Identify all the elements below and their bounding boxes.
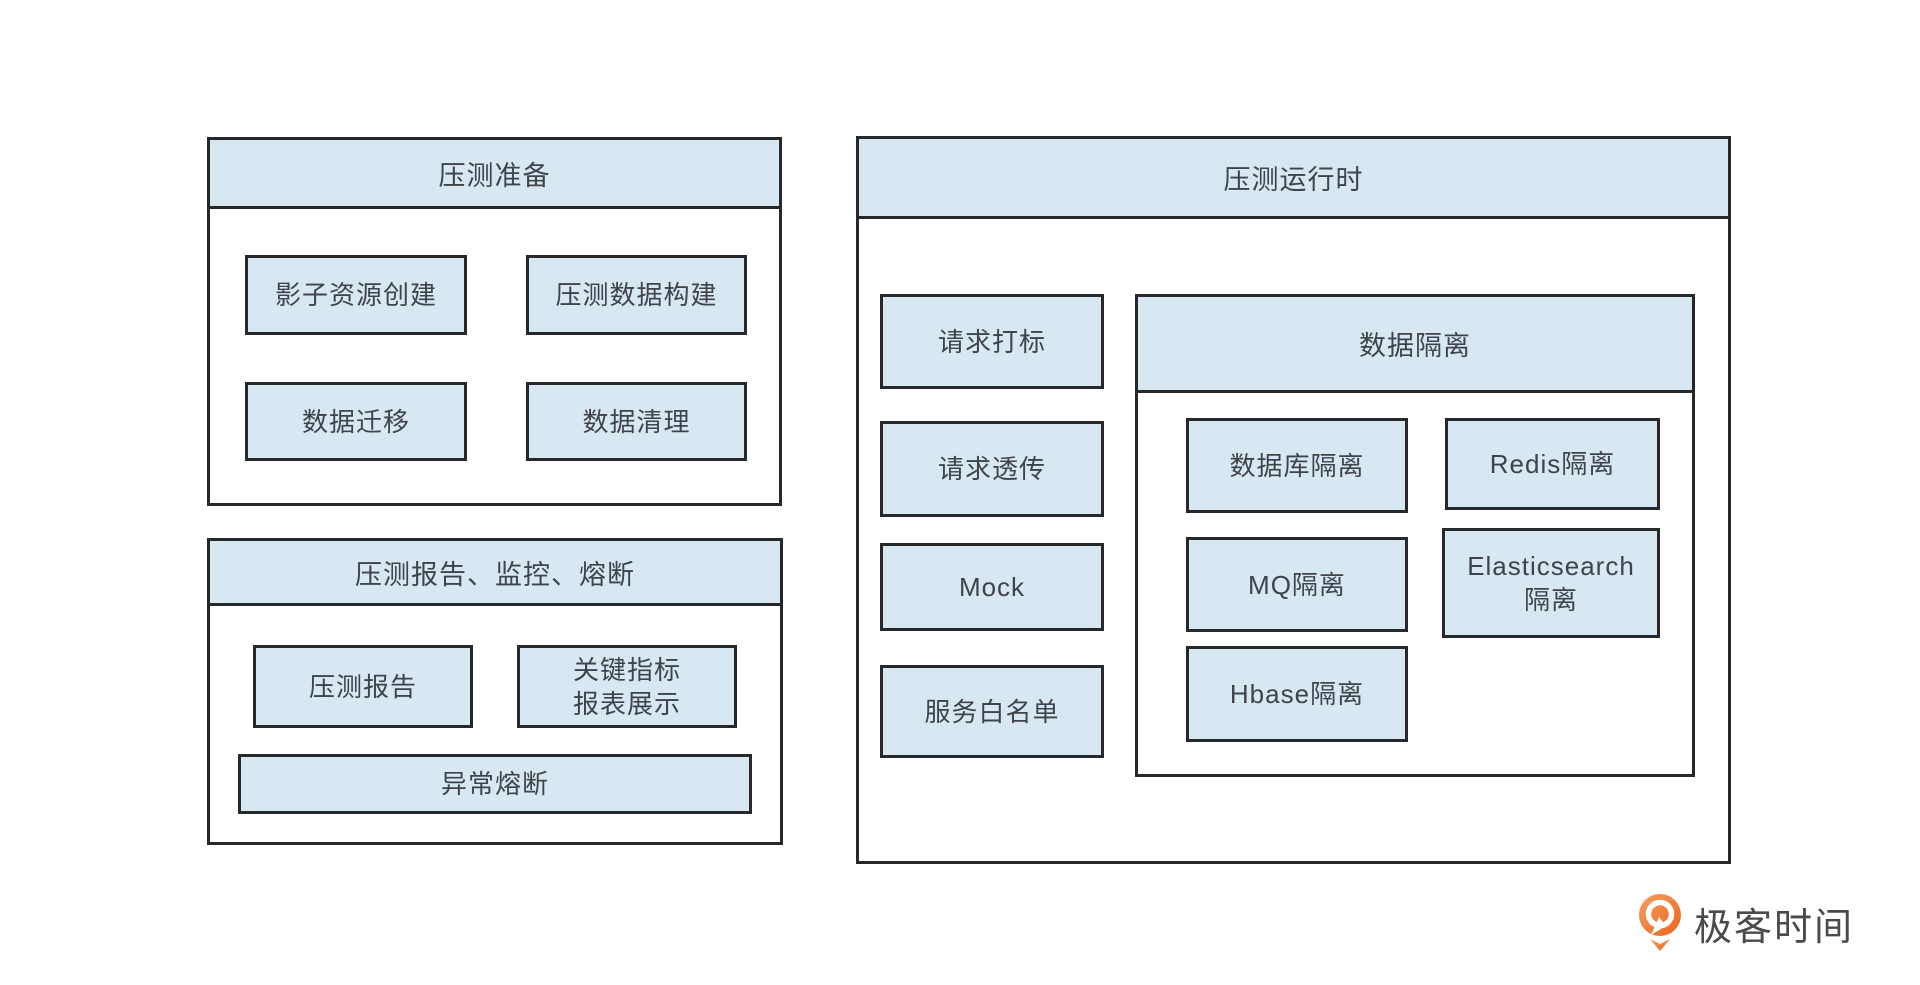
box-elasticsearch-isolation: Elasticsearch 隔离: [1442, 528, 1660, 638]
box-request-passthrough: 请求透传: [880, 421, 1104, 517]
box-mq-isolation: MQ隔离: [1186, 537, 1408, 632]
geektime-logo-icon: [1638, 893, 1682, 953]
panel-load-test-runtime-title: 压测运行时: [859, 139, 1728, 219]
box-shadow-resource-creation: 影子资源创建: [245, 255, 467, 335]
box-data-migration: 数据迁移: [245, 382, 467, 461]
subpanel-data-isolation-title: 数据隔离: [1138, 297, 1692, 393]
box-mock: Mock: [880, 543, 1104, 631]
panel-load-test-preparation-title: 压测准备: [210, 140, 779, 209]
panel-report-monitor-circuit-break-title: 压测报告、监控、熔断: [210, 541, 780, 606]
box-data-cleanup: 数据清理: [526, 382, 747, 461]
box-load-test-report: 压测报告: [253, 645, 473, 728]
box-load-test-data-construction: 压测数据构建: [526, 255, 747, 335]
box-service-whitelist: 服务白名单: [880, 665, 1104, 758]
box-hbase-isolation: Hbase隔离: [1186, 646, 1408, 742]
geektime-logo: 极客时间: [1638, 893, 1854, 953]
geektime-logo-text: 极客时间: [1694, 906, 1855, 949]
box-database-isolation: 数据库隔离: [1186, 418, 1408, 513]
box-request-tagging: 请求打标: [880, 294, 1104, 389]
box-key-metrics-report-display: 关键指标 报表展示: [517, 645, 737, 728]
box-redis-isolation: Redis隔离: [1445, 418, 1660, 510]
box-exception-circuit-break: 异常熔断: [238, 754, 752, 814]
